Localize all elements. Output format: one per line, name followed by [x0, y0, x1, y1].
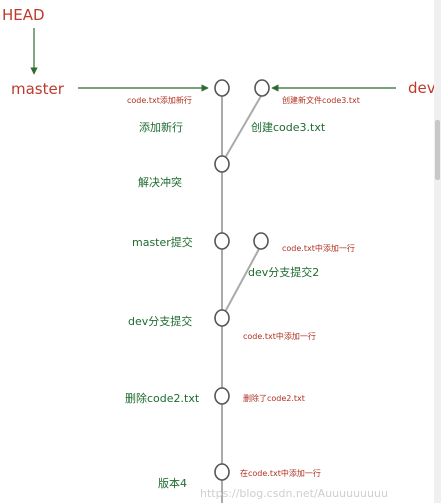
- branch-lines: [221, 95, 262, 503]
- head-label: HEAD: [2, 6, 45, 24]
- commit-label-dev-commit: dev分支提交: [128, 314, 192, 328]
- commit-label-master-commit: master提交: [132, 235, 193, 249]
- commit-label-delete-code2: 删除code2.txt: [125, 391, 200, 405]
- note-delete-code2: 删除了code2.txt: [243, 393, 305, 403]
- scrollbar[interactable]: [434, 0, 441, 503]
- note-create-code3: 创建新文件code3.txt: [282, 95, 360, 105]
- pointer-arrows: [30, 28, 396, 92]
- commit-node-version4: [214, 463, 230, 481]
- commit-node-master-commit: [214, 232, 230, 250]
- dev-merge-line-top: [224, 95, 262, 159]
- note-dev-commit2: code.txt中添加一行: [282, 243, 355, 253]
- watermark-text: https://blog.csdn.net/Auuuuuuuuu: [200, 487, 388, 500]
- commit-node-resolve-conflict: [214, 155, 230, 173]
- commit-label-create-code3: 创建code3.txt: [251, 120, 326, 134]
- scrollbar-thumb[interactable]: [435, 120, 440, 180]
- commit-nodes: [214, 79, 270, 481]
- commit-label-dev-commit2: dev分支提交2: [248, 265, 319, 279]
- commit-node-dev-commit: [214, 309, 230, 327]
- scrollbar-track[interactable]: [434, 0, 441, 503]
- dev-label: dev: [408, 79, 436, 97]
- dev-branch-line-bottom: [224, 248, 260, 313]
- commit-label-resolve-conflict: 解决冲突: [138, 175, 182, 189]
- commit-node-delete-code2: [214, 387, 230, 405]
- note-dev-commit: code.txt中添加一行: [243, 331, 316, 341]
- master-label: master: [11, 80, 65, 98]
- commit-label-version4: 版本4: [158, 476, 187, 490]
- commit-node-add-line: [214, 79, 230, 97]
- commit-node-create-code3: [254, 79, 270, 97]
- commit-label-add-line: 添加新行: [139, 120, 183, 134]
- commit-node-dev-commit2: [253, 232, 269, 250]
- note-version4: 在code.txt中添加一行: [240, 468, 321, 478]
- note-add-line: code.txt添加新行: [127, 95, 192, 105]
